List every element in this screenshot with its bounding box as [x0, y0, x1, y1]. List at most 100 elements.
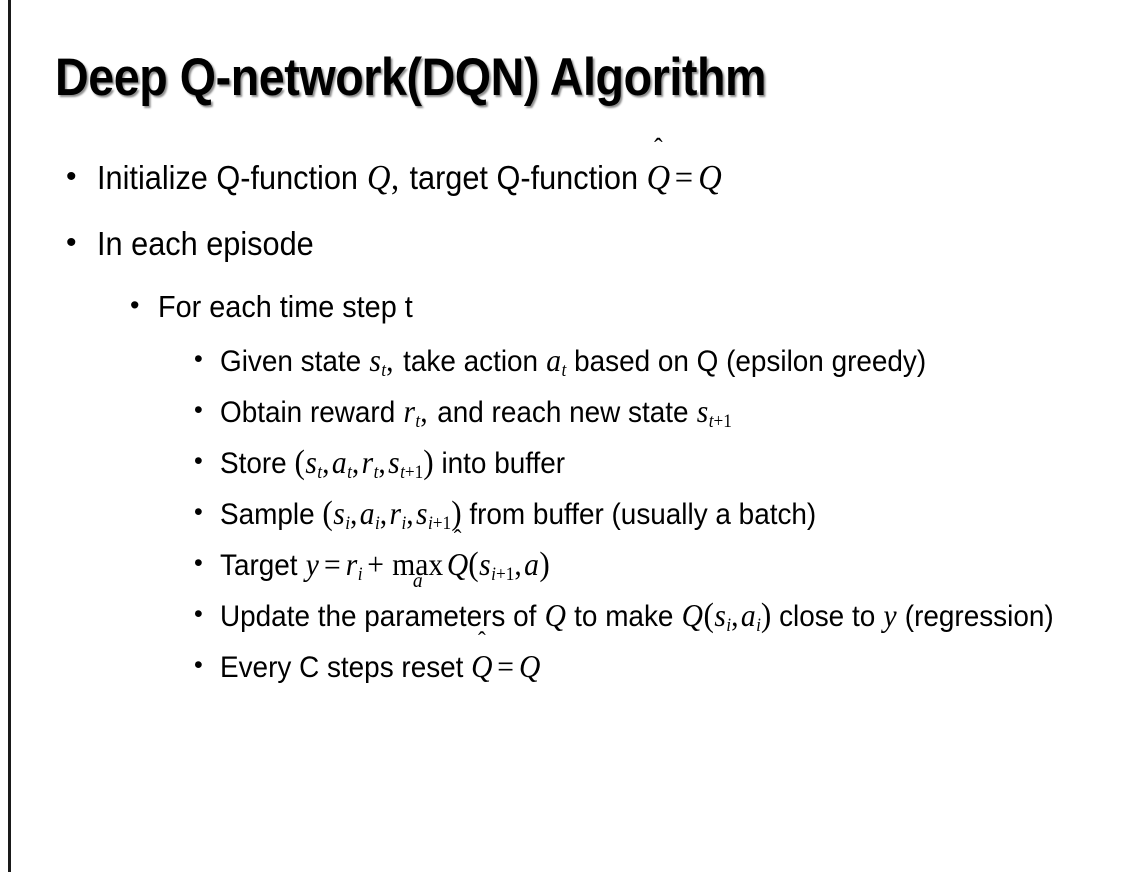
math-s2-subscript: t+1 — [400, 462, 423, 483]
math-q-hat: ̂Q — [447, 540, 468, 590]
math-comma: , — [351, 445, 360, 480]
bullet-initialize-text: Initialize Q-function Q, target Q-functi… — [97, 148, 1074, 208]
text-run: from buffer (usually a batch) — [461, 498, 817, 531]
math-s-subscript: t — [381, 360, 387, 382]
text-run: based on Q (epsilon greedy) — [566, 345, 927, 378]
text-run: Every C steps reset — [220, 651, 472, 684]
bullet-marker: • — [194, 498, 203, 526]
math-q-base: Q — [646, 158, 671, 197]
math-q-base: Q — [471, 649, 493, 684]
bullet-update-parameters: • Update the parameters of Q to make Q(s… — [0, 591, 1124, 642]
math-s-subscript: t+1 — [709, 411, 732, 432]
max-label: max — [392, 547, 444, 582]
text-run: to make — [566, 600, 682, 633]
math-s: s — [696, 394, 709, 429]
math-r-subscript: i — [357, 564, 363, 586]
sub-offset: +1 — [713, 411, 732, 433]
sub-var: i — [491, 564, 496, 586]
math-s: s — [369, 343, 381, 378]
math-a: a — [546, 343, 562, 378]
bullet-obtain-reward-text: Obtain reward rt, and reach new state st… — [220, 387, 1094, 438]
sub-offset: +1 — [495, 564, 515, 586]
math-comma: , — [406, 496, 414, 531]
bullet-obtain-reward: • Obtain reward rt, and reach new state … — [0, 387, 1124, 438]
math-q2: Q — [698, 158, 722, 197]
math-r: r — [403, 394, 415, 429]
math-s: s — [479, 547, 491, 582]
math-s: s — [333, 496, 345, 531]
text-run: close to — [771, 600, 883, 633]
math-q: Q — [518, 649, 541, 684]
math-comma: , — [514, 547, 522, 582]
bullet-given-state: • Given state st, take action at based o… — [0, 336, 1124, 387]
math-r-subscript: t — [373, 462, 379, 484]
math-y: y — [305, 547, 319, 582]
math-s-subscript: t — [317, 462, 323, 484]
math-r: r — [389, 496, 402, 531]
math-comma: , — [322, 445, 330, 480]
text-run: take action — [395, 345, 546, 378]
bullet-sample-text: Sample (si,ai,ri,si+1) from buffer (usua… — [220, 489, 1094, 540]
bullet-in-each-episode-text: In each episode — [97, 225, 314, 262]
math-paren-open: ( — [294, 444, 305, 481]
bullet-target-text: Target y=ri+maxâQ(si+1,a) — [220, 540, 1094, 591]
text-run: Obtain reward — [220, 396, 403, 429]
bullet-reset-target-network-text: Every C steps reset ̂Q=Q — [220, 642, 1094, 693]
math-a-subscript: i — [374, 513, 380, 535]
bullet-marker: • — [194, 345, 203, 373]
bullet-reset-target-network: • Every C steps reset ̂Q=Q — [0, 642, 1124, 693]
text-run: Given state — [220, 345, 369, 378]
math-s2: s — [416, 496, 428, 531]
bullet-marker: • — [194, 651, 203, 679]
math-comma: , — [731, 598, 739, 633]
bullet-marker: • — [194, 549, 203, 577]
bullet-initialize: • Initialize Q-function Q, target Q-func… — [0, 148, 1124, 208]
math-a-subscript: t — [561, 360, 567, 382]
text-run: Target — [220, 549, 306, 582]
bullet-marker: • — [130, 290, 140, 320]
math-paren-close: ) — [760, 597, 772, 634]
text-run: into buffer — [433, 447, 566, 480]
math-s2: s — [388, 445, 400, 480]
math-q-hat: ̂Q — [647, 148, 670, 208]
math-equals: = — [324, 547, 341, 582]
math-a-subscript: i — [756, 615, 761, 637]
math-a-subscript: t — [347, 462, 352, 484]
math-comma: , — [390, 158, 400, 197]
bullet-in-each-episode: • In each episode — [0, 214, 1124, 274]
math-plus: + — [367, 547, 384, 582]
bullet-target: • Target y=ri+maxâQ(si+1,a) — [0, 540, 1124, 591]
math-r: r — [345, 547, 358, 582]
bullet-given-state-text: Given state st, take action at based on … — [220, 336, 1094, 387]
math-comma: , — [420, 394, 428, 429]
slide-title: Deep Q-network(DQN) Algorithm — [55, 48, 767, 107]
text-run: and reach new state — [429, 396, 697, 429]
bullet-store-text: Store (st,at,rt,st+1) into buffer — [220, 438, 1094, 489]
slide-body: • Initialize Q-function Q, target Q-func… — [0, 148, 1124, 693]
bullet-marker: • — [194, 396, 203, 424]
text-run: Initialize Q-function — [97, 159, 367, 196]
math-r-subscript: t — [415, 411, 421, 433]
math-paren-close: ) — [539, 546, 550, 583]
slide-left-edge-rule — [8, 0, 11, 872]
math-s2-subscript: i+1 — [428, 513, 451, 534]
math-paren-open: ( — [703, 597, 714, 634]
math-q2: Q — [681, 598, 704, 633]
text-run: target Q-function — [400, 159, 647, 196]
math-a: a — [359, 496, 375, 531]
math-s: s — [305, 445, 317, 480]
math-equals: = — [497, 649, 514, 684]
text-run: Store — [220, 447, 295, 480]
math-a: a — [524, 547, 539, 582]
math-comma: , — [378, 445, 386, 480]
math-equals: = — [674, 158, 694, 197]
bullet-marker: • — [66, 226, 77, 259]
math-comma: , — [350, 496, 358, 531]
math-s-subscript: i — [345, 513, 351, 535]
math-s: s — [714, 598, 726, 633]
math-paren-open: ( — [468, 546, 479, 583]
math-paren-close: ) — [423, 444, 434, 481]
max-underscript: a — [412, 568, 423, 593]
math-comma: , — [379, 496, 388, 531]
